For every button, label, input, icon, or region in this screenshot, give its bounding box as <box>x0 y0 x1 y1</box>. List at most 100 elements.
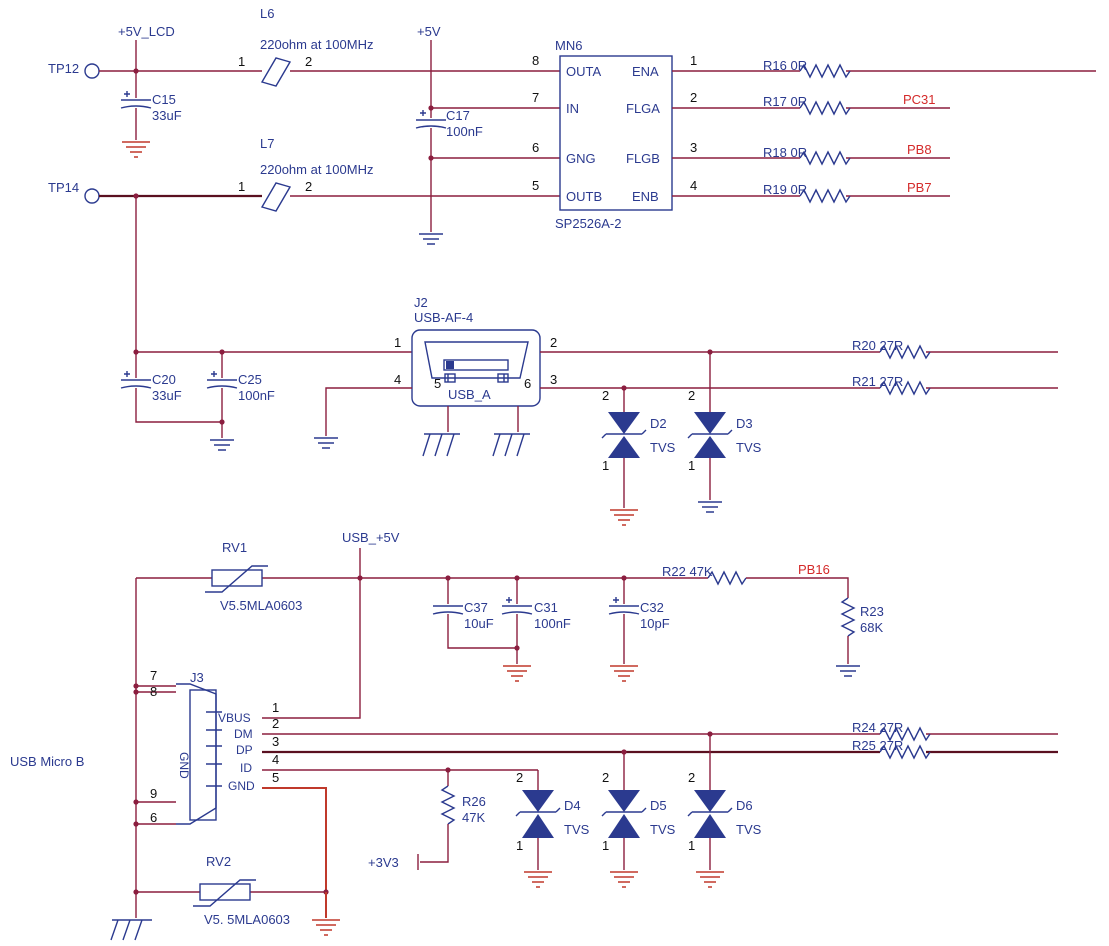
j3-shield-text: GND <box>177 752 191 779</box>
svg-text:1: 1 <box>602 458 609 473</box>
d5-label: D5 <box>650 798 667 813</box>
c37-value: 10uF <box>464 616 494 631</box>
r23-label: R23 <box>860 604 884 619</box>
r17-resistor <box>799 100 851 116</box>
svg-text:1: 1 <box>272 700 279 715</box>
tp14-label: TP14 <box>48 180 79 195</box>
svg-text:5: 5 <box>272 770 279 785</box>
d2-ground <box>610 509 638 526</box>
d3-label: D3 <box>736 416 753 431</box>
svg-text:9: 9 <box>150 786 157 801</box>
svg-text:FLGB: FLGB <box>626 151 660 166</box>
c20-capacitor <box>120 371 152 389</box>
d3-ground <box>698 501 722 513</box>
d2-tvs-diode <box>601 412 647 458</box>
r25-resistor <box>879 744 931 760</box>
svg-text:1: 1 <box>394 335 401 350</box>
svg-text:7: 7 <box>532 90 539 105</box>
mn6-label: MN6 <box>555 38 582 53</box>
tp14-testpoint <box>84 188 100 204</box>
pb7-net: PB7 <box>907 180 932 195</box>
svg-text:DM: DM <box>234 727 253 741</box>
c31-label: C31 <box>534 600 558 615</box>
d4-ground <box>524 871 552 888</box>
svg-text:2: 2 <box>602 770 609 785</box>
svg-text:2: 2 <box>305 54 312 69</box>
c37-label: C37 <box>464 600 488 615</box>
tp12-testpoint <box>84 63 100 79</box>
c15-value: 33uF <box>152 108 182 123</box>
v5-lcd-label: +5V_LCD <box>118 24 175 39</box>
svg-text:1: 1 <box>690 53 697 68</box>
c25-value: 100nF <box>238 388 275 403</box>
r18-resistor <box>799 150 851 166</box>
d3-type: TVS <box>736 440 762 455</box>
rv1-label: RV1 <box>222 540 247 555</box>
l6-value: 220ohm at 100MHz <box>260 37 373 52</box>
d6-tvs-diode <box>687 790 733 838</box>
d5-ground <box>610 871 638 888</box>
v5-label: +5V <box>417 24 441 39</box>
j2-usb-a-text: USB_A <box>448 387 491 402</box>
d4-label: D4 <box>564 798 581 813</box>
pc31-net: PC31 <box>903 92 936 107</box>
svg-text:OUTB: OUTB <box>566 189 602 204</box>
svg-text:5: 5 <box>532 178 539 193</box>
svg-text:7: 7 <box>150 668 157 683</box>
c15-label: C15 <box>152 92 176 107</box>
j3-usb-micro-b-connector <box>176 683 222 825</box>
svg-text:2: 2 <box>688 388 695 403</box>
svg-text:3: 3 <box>690 140 697 155</box>
svg-text:1: 1 <box>688 458 695 473</box>
r16-resistor <box>799 63 851 79</box>
rv2-varistor <box>193 879 256 907</box>
r19-resistor <box>799 188 851 204</box>
svg-text:2: 2 <box>272 716 279 731</box>
rv1-to-j3-vbus <box>262 578 361 719</box>
pb8-net: PB8 <box>907 142 932 157</box>
r26-value: 47K <box>462 810 485 825</box>
svg-text:5: 5 <box>434 376 441 391</box>
c15-ground <box>122 141 150 158</box>
d6-type: TVS <box>736 822 762 837</box>
r20-label: R20 27R <box>852 338 903 353</box>
r19-label: R19 0R <box>763 182 807 197</box>
v3v3-label: +3V3 <box>368 855 399 870</box>
r20-resistor <box>879 344 931 360</box>
c25-label: C25 <box>238 372 262 387</box>
j2-shield-ground-right <box>492 433 530 457</box>
svg-text:8: 8 <box>532 53 539 68</box>
svg-text:GND: GND <box>228 779 255 793</box>
svg-text:ENA: ENA <box>632 64 659 79</box>
svg-text:VBUS: VBUS <box>218 711 251 725</box>
r18-label: R18 0R <box>763 145 807 160</box>
c31-ground <box>503 665 531 682</box>
pb16-net: PB16 <box>798 562 830 577</box>
svg-text:ID: ID <box>240 761 252 775</box>
svg-text:IN: IN <box>566 101 579 116</box>
r24-resistor <box>879 726 931 742</box>
rv2-label: RV2 <box>206 854 231 869</box>
rv1-value: V5.5MLA0603 <box>220 598 302 613</box>
c25-ground <box>210 439 234 451</box>
c32-capacitor <box>608 597 640 615</box>
tp12-label: TP12 <box>48 61 79 76</box>
j2-shield-ground-left <box>422 433 460 457</box>
d6-label: D6 <box>736 798 753 813</box>
c32-value: 10pF <box>640 616 670 631</box>
r17-label: R17 0R <box>763 94 807 109</box>
svg-text:OUTA: OUTA <box>566 64 601 79</box>
d4-type: TVS <box>564 822 590 837</box>
v5-wire <box>430 40 560 109</box>
svg-text:6: 6 <box>532 140 539 155</box>
svg-text:3: 3 <box>272 734 279 749</box>
j2-pin4-ground <box>314 437 338 449</box>
c17-label: C17 <box>446 108 470 123</box>
svg-text:8: 8 <box>150 684 157 699</box>
svg-text:1: 1 <box>238 54 245 69</box>
l6-ferrite <box>260 57 292 87</box>
svg-text:FLGA: FLGA <box>626 101 660 116</box>
c17-capacitor <box>415 110 447 129</box>
r23-value: 68K <box>860 620 883 635</box>
svg-text:1: 1 <box>238 179 245 194</box>
